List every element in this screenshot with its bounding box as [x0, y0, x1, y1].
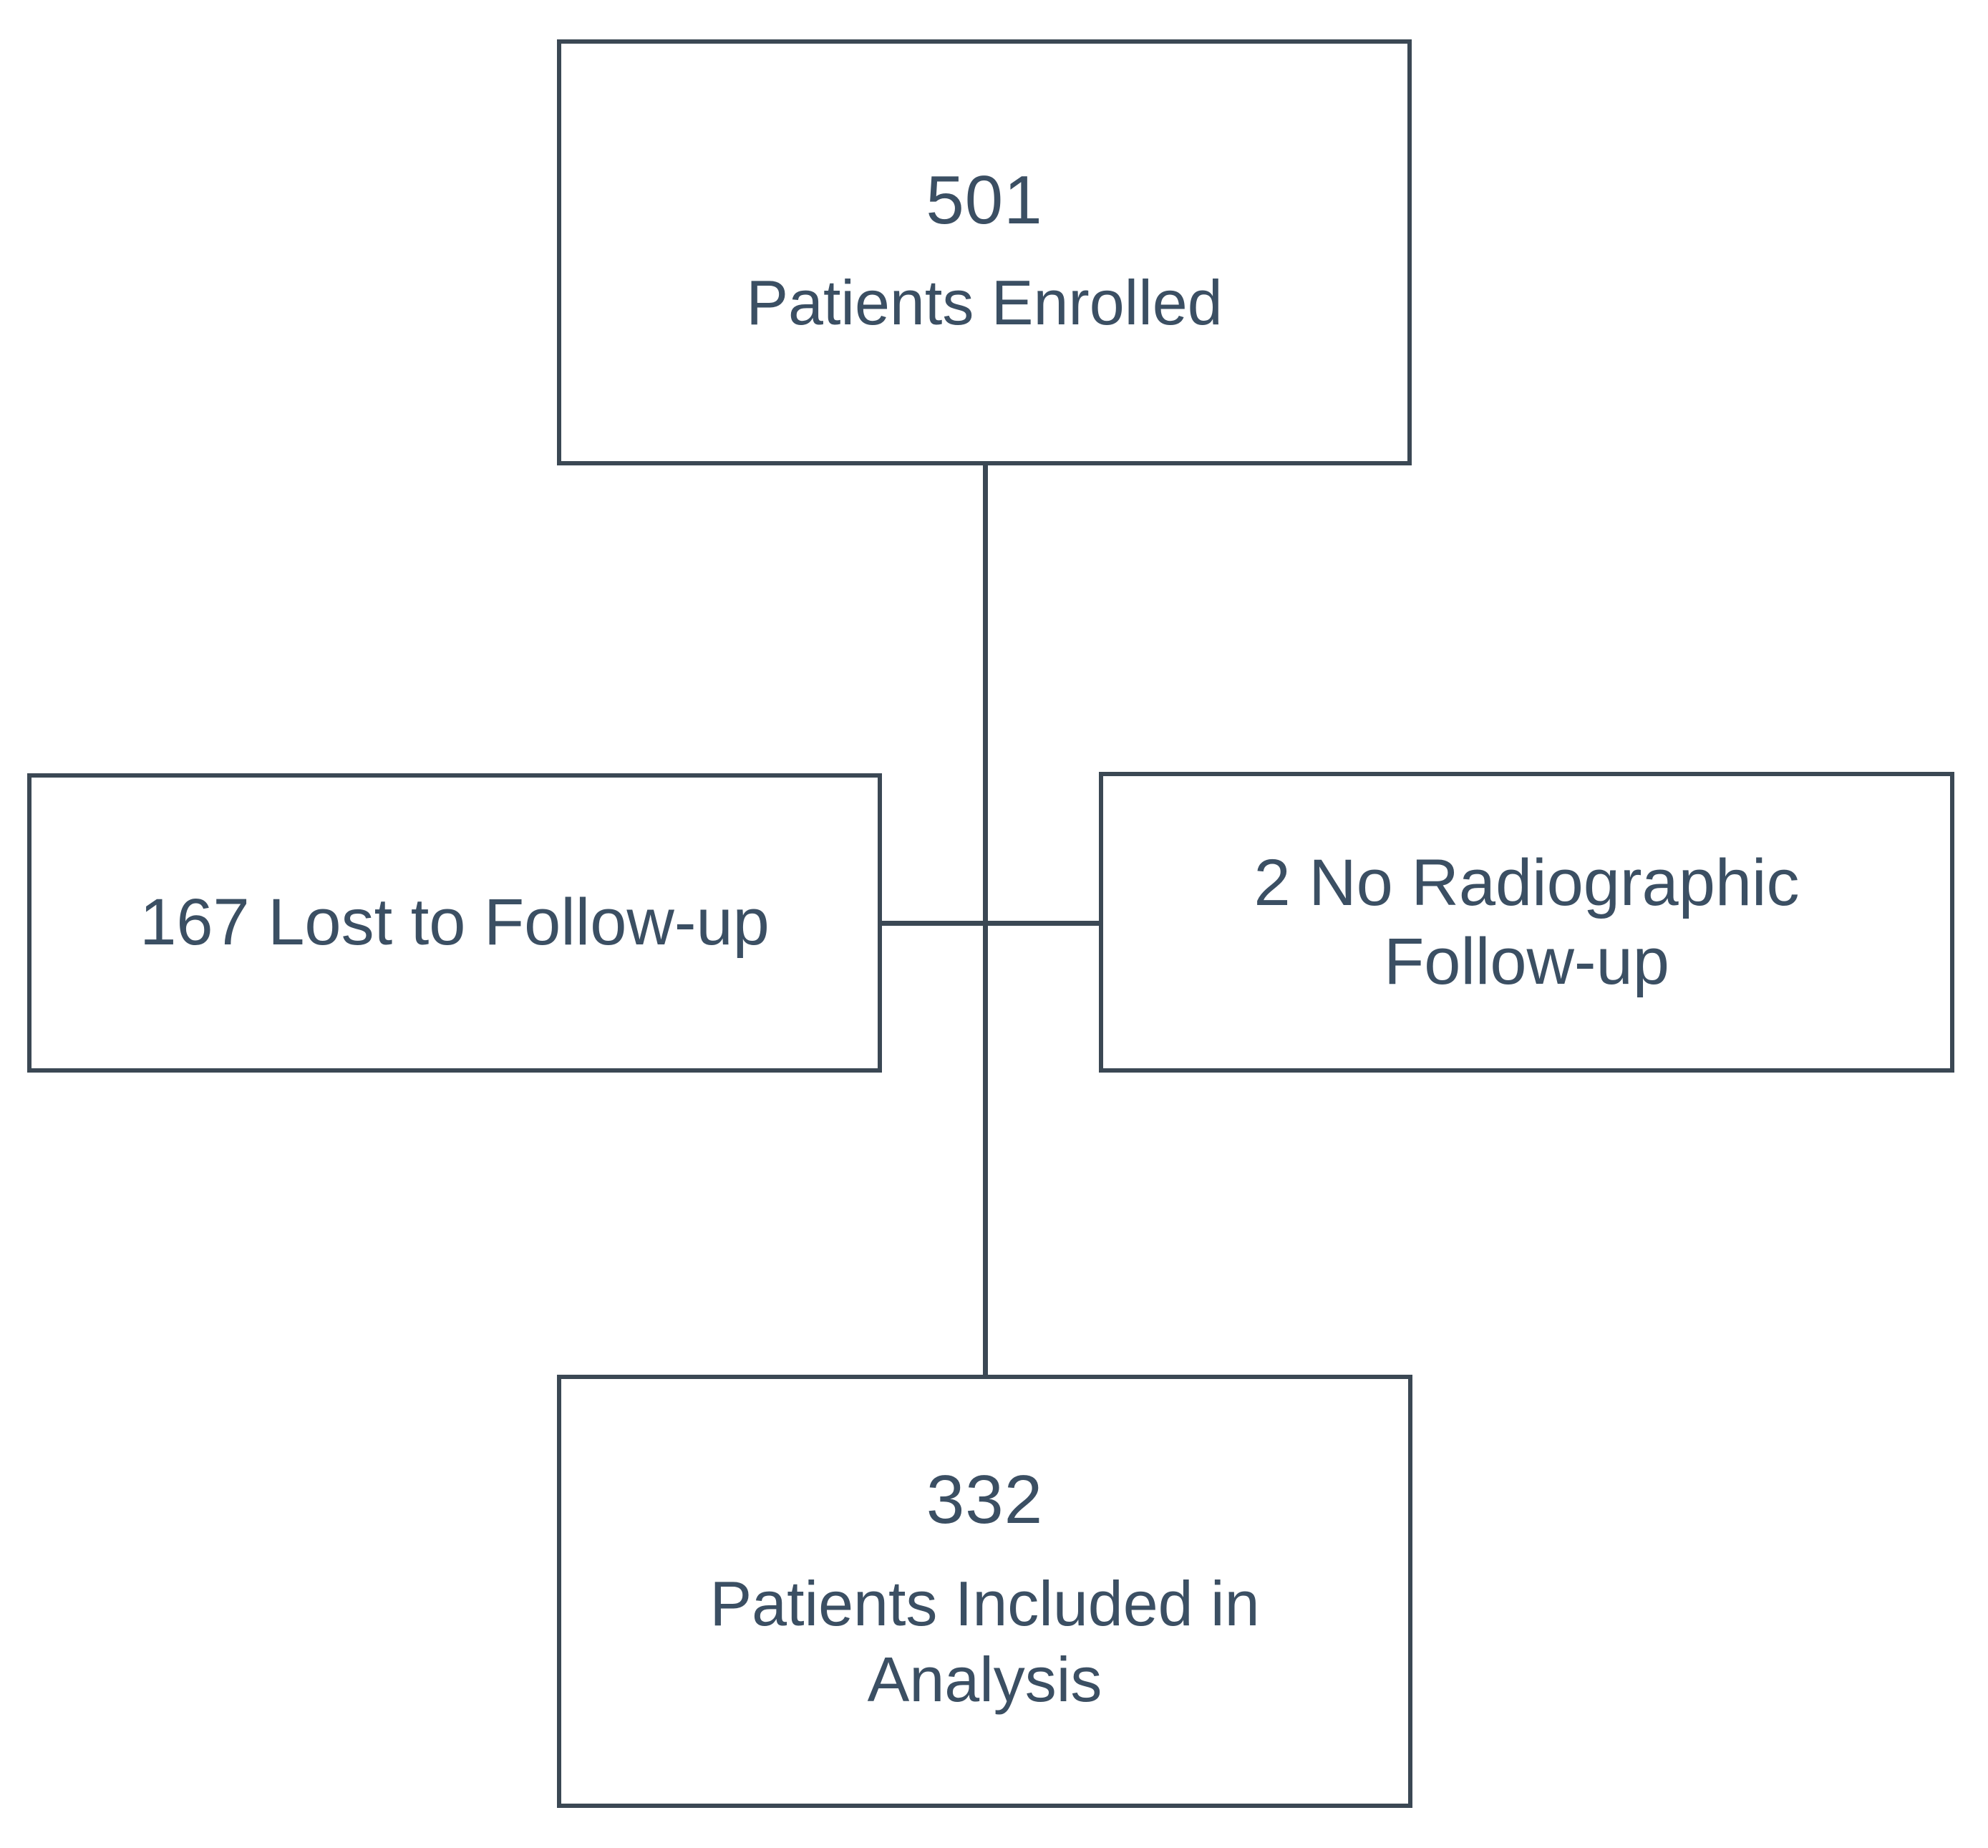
node-patients-enrolled: 501 Patients Enrolled: [557, 39, 1412, 465]
connector-junction-to-lost: [879, 921, 986, 926]
node-included-count: 332: [926, 1461, 1044, 1538]
connector-enrolled-to-junction: [983, 465, 988, 926]
node-lost-label: 167 Lost to Follow-up: [140, 886, 770, 959]
node-no-radiographic-follow-up: 2 No Radiographic Follow-up: [1099, 772, 1954, 1073]
node-lost-to-follow-up: 167 Lost to Follow-up: [27, 773, 882, 1073]
node-no-radiographic-label: 2 No Radiographic Follow-up: [1254, 846, 1800, 998]
node-enrolled-count: 501: [926, 162, 1043, 239]
node-enrolled-label: Patients Enrolled: [746, 267, 1223, 339]
node-patients-included-in-analysis: 332 Patients Included in Analysis: [557, 1375, 1412, 1808]
node-included-label: Patients Included in Analysis: [709, 1567, 1260, 1715]
connector-junction-to-included: [983, 921, 988, 1378]
connector-junction-to-no-radiographic: [983, 921, 1102, 926]
